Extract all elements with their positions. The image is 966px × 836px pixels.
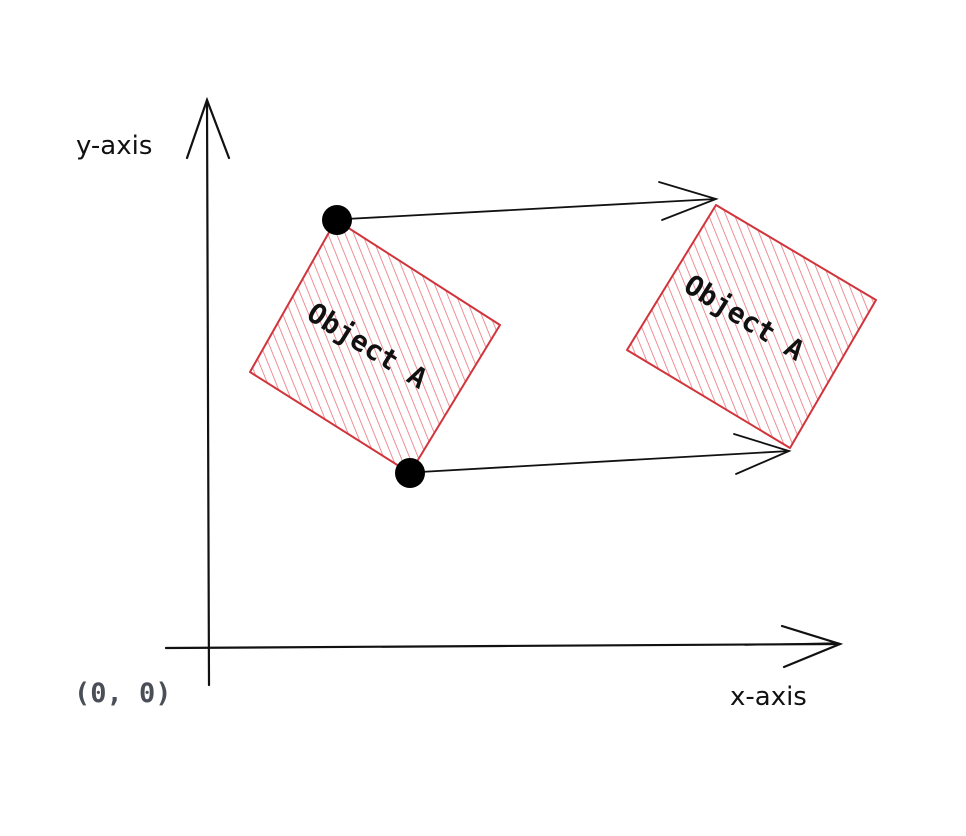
- origin-label: (0, 0): [74, 678, 172, 709]
- translation-arrow-bottom: [419, 433, 792, 475]
- y-axis: [185, 96, 231, 687]
- x-axis: [164, 624, 844, 669]
- x-axis-label: x-axis: [730, 682, 807, 712]
- y-axis-label: y-axis: [76, 131, 152, 161]
- object-a-translated: Object A: [626, 204, 877, 449]
- reference-point-top: [322, 205, 352, 235]
- object-a-original: Object A: [249, 219, 501, 474]
- translation-arrow-top: [345, 181, 719, 221]
- reference-point-bottom: [395, 458, 425, 488]
